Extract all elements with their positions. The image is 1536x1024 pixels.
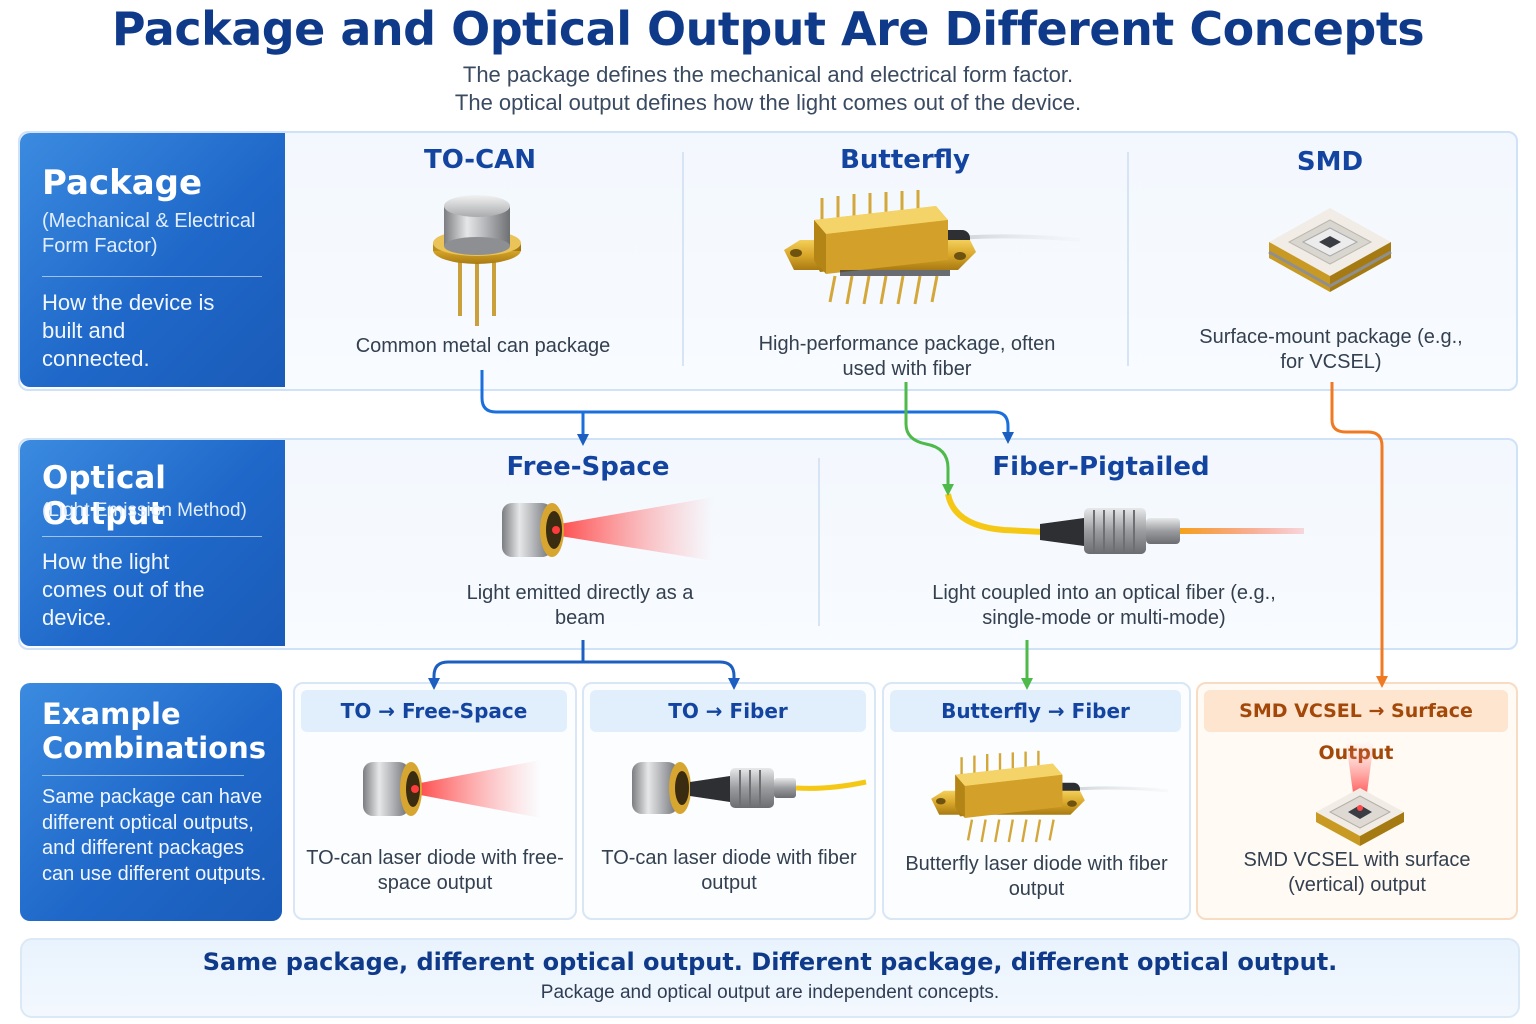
- combo-caption: TO-can laser diode with free-space outpu…: [306, 847, 564, 894]
- combo-label: SMD VCSEL → Surface Output: [1204, 690, 1508, 764]
- combo-caption: TO-can laser diode with fiber output: [601, 847, 857, 894]
- column-divider: [1127, 152, 1129, 366]
- package-heading: Package: [42, 163, 203, 203]
- package-smd-title: SMD: [1296, 147, 1364, 177]
- combo-card-to-fiber: TO → Fiber TO-can laser diode with fiber…: [582, 682, 876, 920]
- optical-description: How the light comes out of the device.: [42, 549, 205, 630]
- butterfly-package-icon: [931, 750, 1169, 843]
- combo-caption: Butterfly laser diode with fiber output: [905, 853, 1168, 900]
- package-to-can-caption: Common metal can package: [355, 335, 611, 357]
- fiber-pigtail-icon: [945, 493, 1304, 554]
- optical-heading: Optical Output: [42, 460, 166, 532]
- to-fiber-icon: [632, 762, 867, 814]
- package-description: How the device is built and connected.: [42, 290, 215, 371]
- summary-sub-text: Package and optical output are independe…: [540, 982, 1000, 1003]
- combo-card-smd-vcsel: SMD VCSEL → Surface Output SMD VCSEL wit…: [1196, 682, 1518, 920]
- package-divider: [42, 276, 262, 277]
- package-to-can-title: TO-CAN: [423, 145, 537, 175]
- combo-label: TO → Free-Space: [301, 690, 567, 732]
- smd-vcsel-icon: [1316, 742, 1404, 846]
- optical-fiber-title: Fiber-Pigtailed: [992, 452, 1210, 482]
- combo-label: TO → Fiber: [590, 690, 866, 732]
- package-butterfly-title: Butterfly: [840, 145, 970, 175]
- combo-caption: SMD VCSEL with surface (vertical) output: [1243, 849, 1471, 896]
- combo-label: Butterfly → Fiber: [890, 690, 1181, 732]
- subtitle-line-1: The package defines the mechanical and e…: [462, 62, 1074, 87]
- column-divider: [818, 458, 820, 626]
- combo-card-butterfly-fiber: Butterfly → Fiber Butterfly laser diode …: [882, 682, 1191, 920]
- examples-divider: [42, 775, 244, 776]
- column-divider: [682, 152, 684, 366]
- optical-free-space-title: Free-Space: [506, 452, 670, 482]
- examples-description: Same package can have different optical …: [42, 786, 267, 885]
- examples-sidebar: Example Combinations Same package can ha…: [20, 683, 282, 921]
- package-butterfly-caption: High-performance package, often used wit…: [758, 333, 1056, 380]
- summary-main-text: Same package, different optical output. …: [202, 948, 1338, 976]
- bottom-summary-banner: Same package, different optical output. …: [20, 938, 1520, 1018]
- smd-package-icon: [1268, 208, 1392, 292]
- combo-card-to-free-space: TO → Free-Space TO-can laser diode with …: [293, 682, 577, 920]
- free-space-emitter-icon: [363, 760, 541, 818]
- optical-free-space-caption: Light emitted directly as a beam: [466, 582, 694, 629]
- subtitle-line-2: The optical output defines how the light…: [454, 90, 1082, 115]
- package-subheading: (Mechanical & Electrical Form Factor): [42, 210, 256, 257]
- package-sidebar: Package (Mechanical & Electrical Form Fa…: [20, 133, 285, 387]
- package-smd-caption: Surface-mount package (e.g., for VCSEL): [1199, 326, 1463, 373]
- to-can-icon: [433, 195, 521, 326]
- butterfly-package-icon: [784, 190, 1081, 305]
- free-space-emitter-icon: [502, 497, 714, 561]
- optical-fiber-caption: Light coupled into an optical fiber (e.g…: [932, 582, 1276, 629]
- optical-subheading: (Light Emission Method): [42, 500, 247, 521]
- optical-sidebar: Optical Output (Light Emission Method) H…: [20, 440, 285, 646]
- optical-divider: [42, 536, 262, 537]
- examples-heading: Example Combinations: [42, 697, 266, 765]
- page-title: Package and Optical Output Are Different…: [111, 2, 1425, 56]
